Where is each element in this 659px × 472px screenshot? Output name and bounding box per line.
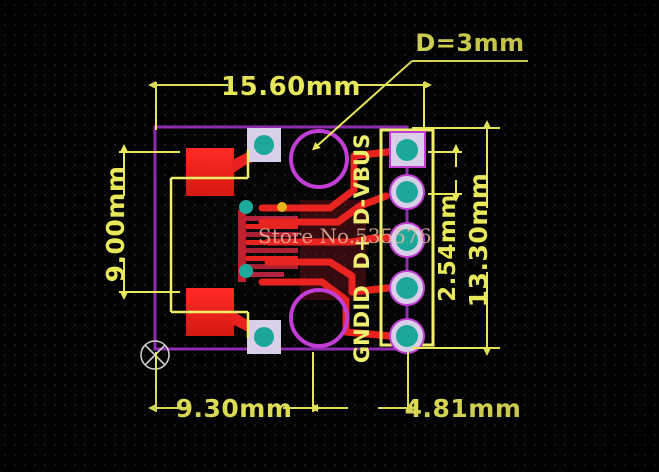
pin-label-id: ID <box>350 285 374 310</box>
dimension-pin-pitch <box>428 144 462 202</box>
dimension-label-left-segment: 9.30mm <box>176 394 293 423</box>
dimension-label-pin-pitch: 2.54mm <box>435 194 461 302</box>
test-point <box>277 202 287 212</box>
header-round-pads <box>389 174 425 354</box>
pin-label-dminus: D- <box>350 199 374 226</box>
dimension-label-hole-diameter: D=3mm <box>415 29 524 57</box>
store-watermark: Store No.535576 <box>258 224 431 248</box>
mounting-holes <box>289 129 349 348</box>
dimension-left-segment <box>148 352 321 412</box>
pin-label-gnd: GND <box>350 311 374 363</box>
dimension-label-left-height: 9.00mm <box>101 166 130 283</box>
signal-traces-overlay <box>296 147 400 340</box>
dimension-right-height <box>412 120 500 356</box>
connector-vias <box>239 200 253 278</box>
dimension-label-right-height: 13.30mm <box>464 173 493 308</box>
corner-smd-pads <box>247 128 281 354</box>
dimension-left-height <box>120 144 180 300</box>
pin-label-dplus: D+ <box>350 234 374 269</box>
callout-hole-diameter <box>312 60 528 151</box>
dimension-label-right-segment: 4.81mm <box>405 394 522 423</box>
pin-label-vbus: VBUS <box>350 134 374 198</box>
dimension-label-total-width: 15.60mm <box>221 72 361 102</box>
dimension-total-width <box>148 81 432 130</box>
pin-header <box>379 128 435 354</box>
dimension-right-segment <box>310 352 416 412</box>
